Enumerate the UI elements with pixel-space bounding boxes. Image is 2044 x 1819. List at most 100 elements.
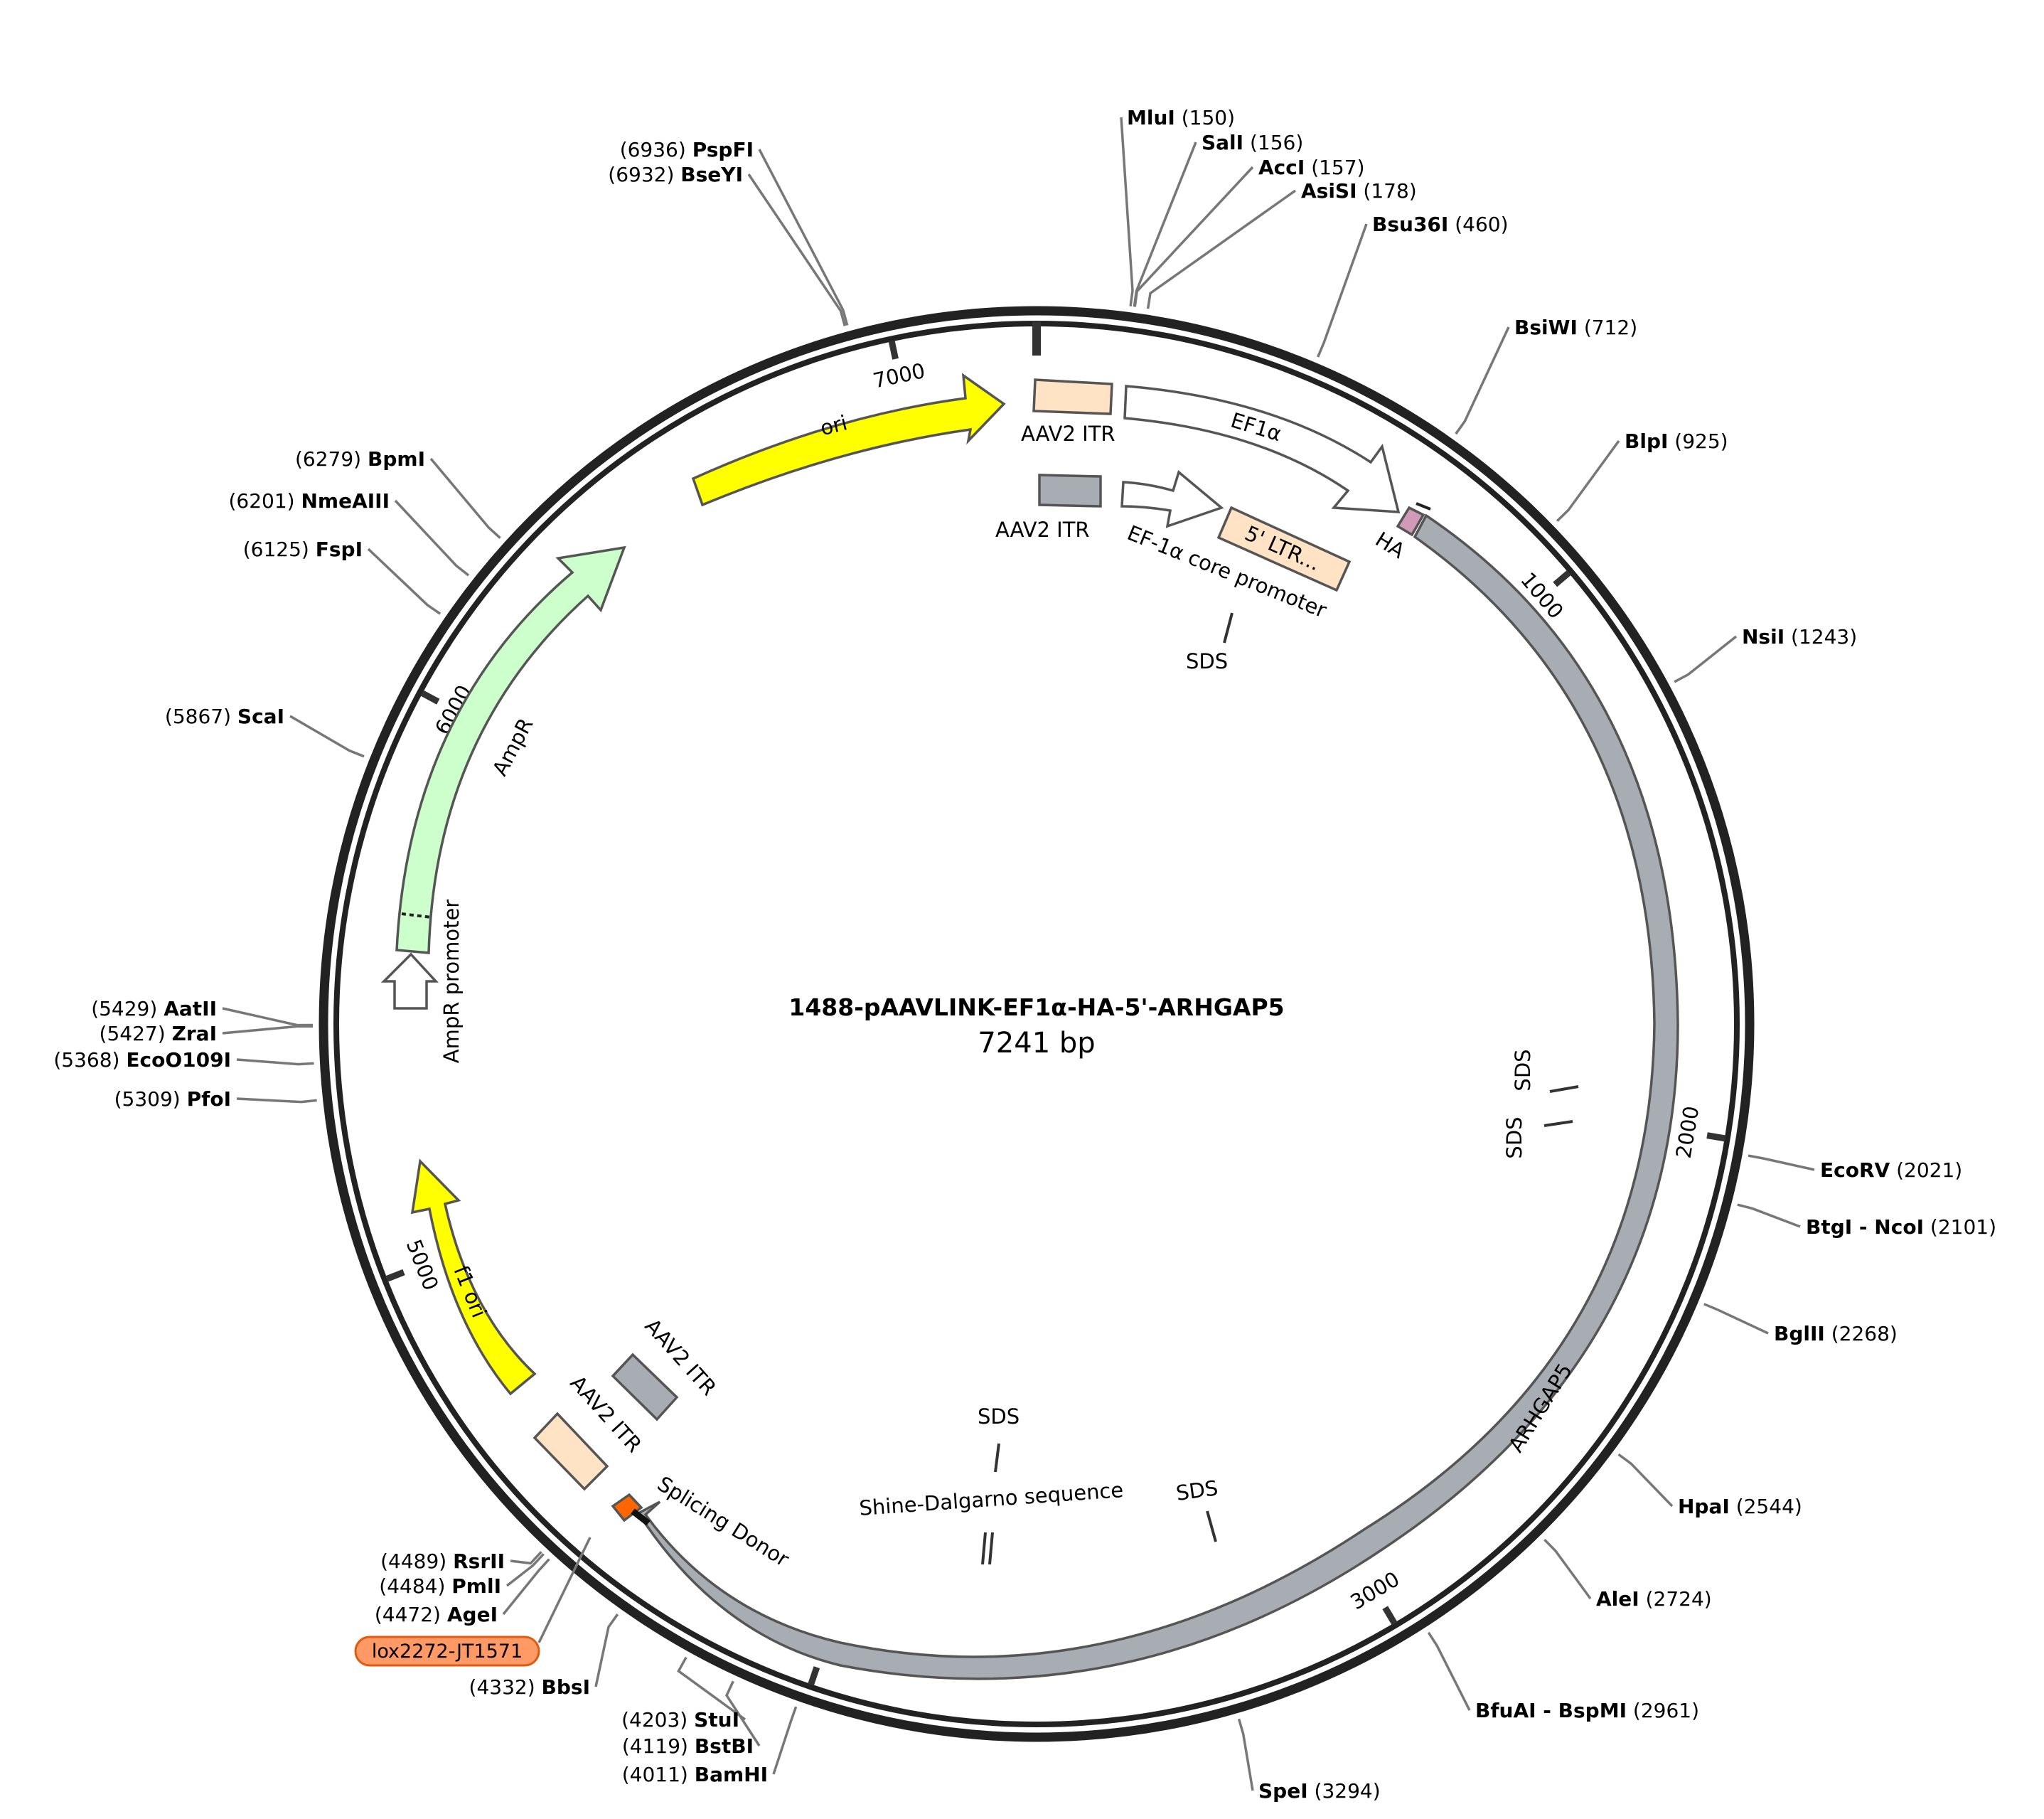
ha-end-mark bbox=[1416, 502, 1431, 511]
site-leader bbox=[222, 1007, 314, 1027]
site-leader bbox=[1617, 1453, 1674, 1508]
site-label[interactable]: (5867) ScaI bbox=[165, 705, 284, 728]
tick-label: 2000 bbox=[1671, 1104, 1704, 1160]
site-leader bbox=[594, 1613, 619, 1687]
site-label[interactable]: BtgI - NcoI (2101) bbox=[1806, 1215, 1996, 1239]
sds-label: SDS bbox=[1502, 1116, 1526, 1158]
lox-leader bbox=[537, 1537, 592, 1643]
ampr-promoter-feature[interactable] bbox=[380, 952, 439, 1010]
tick-mark bbox=[888, 340, 899, 360]
sds-marks: SDS SDS SDS SDS SDS bbox=[978, 612, 1579, 1542]
site-label[interactable]: BlpI (925) bbox=[1625, 430, 1728, 453]
shine-dalgarno-label: Shine-Dalgarno sequence bbox=[858, 1478, 1124, 1520]
site-leader bbox=[367, 548, 442, 615]
site-label[interactable]: (6932) BseYI bbox=[608, 163, 743, 186]
site-leader bbox=[747, 174, 846, 326]
site-label[interactable]: (6201) NmeAIII bbox=[228, 489, 390, 513]
site-label[interactable]: (5368) EcoO109I bbox=[53, 1048, 231, 1072]
splicing-donor-connector bbox=[631, 1508, 651, 1526]
site-label[interactable]: SalI (156) bbox=[1202, 131, 1303, 154]
tick-mark bbox=[385, 1269, 405, 1282]
site-label[interactable]: AccI (157) bbox=[1258, 156, 1365, 179]
site-leader bbox=[1120, 117, 1134, 306]
tick-mark bbox=[1706, 1132, 1726, 1142]
ampr-feature[interactable] bbox=[395, 545, 626, 954]
ampr-promoter-label: AmpR promoter bbox=[439, 900, 464, 1064]
site-label[interactable]: (4489) RsrII bbox=[380, 1549, 505, 1573]
site-leader bbox=[1317, 223, 1368, 358]
site-leader bbox=[1133, 166, 1254, 307]
shine-dalgarno-mark-2 bbox=[988, 1532, 994, 1565]
tick-mark bbox=[420, 690, 440, 705]
site-label[interactable]: BglII (2268) bbox=[1774, 1322, 1898, 1345]
aav2-itr-outer-top-label: AAV2 ITR bbox=[1021, 422, 1115, 446]
aav2-itr-inner-top[interactable] bbox=[1038, 474, 1102, 508]
site-label[interactable]: NsiI (1243) bbox=[1742, 625, 1857, 649]
site-label[interactable]: (6936) PspFI bbox=[620, 138, 754, 161]
aav2-itr-outer-top[interactable] bbox=[1032, 378, 1113, 415]
aav2-itr-inner-bottom[interactable] bbox=[611, 1353, 679, 1421]
sds-label: SDS bbox=[978, 1404, 1020, 1429]
site-leader bbox=[1146, 189, 1297, 309]
site-label[interactable]: EcoRV (2021) bbox=[1820, 1158, 1962, 1182]
site-label[interactable]: MluI (150) bbox=[1127, 106, 1235, 129]
site-label[interactable]: (5429) AatII bbox=[91, 997, 217, 1020]
site-leader bbox=[510, 1551, 542, 1565]
arhgap5-feature[interactable] bbox=[636, 513, 1679, 1680]
site-leader bbox=[394, 499, 470, 577]
site-label[interactable]: (6279) BpmI bbox=[295, 447, 425, 471]
tick-label: 3000 bbox=[1346, 1567, 1403, 1614]
site-label[interactable]: (5309) PfoI bbox=[114, 1087, 231, 1111]
aav2-itr-inner-top-label: AAV2 ITR bbox=[995, 518, 1090, 542]
site-leader bbox=[1737, 1203, 1801, 1228]
site-label[interactable]: Bsu36I (460) bbox=[1372, 213, 1509, 236]
ampr-promoter-overlap bbox=[401, 912, 432, 919]
site-label[interactable]: (4472) AgeI bbox=[375, 1603, 498, 1626]
site-label[interactable]: (4484) PmlI bbox=[379, 1574, 501, 1598]
site-label[interactable]: (6125) FspI bbox=[243, 538, 363, 561]
ef1a-feature[interactable] bbox=[1123, 385, 1401, 513]
ha-feature[interactable] bbox=[1396, 506, 1425, 537]
restriction-sites: MluI (150)SalI (156)AccI (157)AsiSI (178… bbox=[53, 106, 1996, 1803]
site-leader bbox=[1748, 1154, 1815, 1171]
site-leader bbox=[502, 1558, 550, 1616]
site-label[interactable]: HpaI (2544) bbox=[1678, 1495, 1802, 1518]
site-leader bbox=[429, 457, 501, 539]
site-label[interactable]: AsiSI (178) bbox=[1301, 179, 1417, 203]
lox-badge[interactable] bbox=[354, 1636, 540, 1667]
tick-mark bbox=[1553, 570, 1572, 587]
plasmid-name: 1488-pAAVLINK-EF1α-HA-5'-ARHGAP5 bbox=[788, 993, 1284, 1021]
site-label[interactable]: (4011) BamHI bbox=[622, 1763, 768, 1786]
ori-feature[interactable] bbox=[691, 373, 1006, 507]
site-label[interactable]: BfuAI - BspMI (2961) bbox=[1475, 1699, 1699, 1722]
splicing-donor-feature[interactable] bbox=[611, 1493, 643, 1522]
site-leader bbox=[758, 149, 849, 326]
f1-ori-feature[interactable] bbox=[410, 1158, 537, 1396]
site-leader bbox=[236, 1058, 314, 1066]
aav2-itr-outer-bottom[interactable] bbox=[533, 1412, 609, 1491]
sds-label: SDS bbox=[1186, 649, 1228, 673]
site-leader bbox=[1543, 1538, 1592, 1600]
sds-label: SDS bbox=[1175, 1476, 1219, 1505]
site-label[interactable]: (4119) BstBI bbox=[622, 1734, 754, 1758]
site-label[interactable]: (4203) StuI bbox=[621, 1708, 739, 1732]
site-label[interactable]: AleI (2724) bbox=[1596, 1587, 1712, 1611]
site-leader bbox=[236, 1097, 317, 1104]
site-label[interactable]: SpeI (3294) bbox=[1258, 1779, 1381, 1803]
ef1a-core-promoter-feature[interactable] bbox=[1120, 469, 1224, 528]
lox-label: lox2272-JT1571 bbox=[372, 1641, 523, 1663]
site-leader bbox=[1674, 635, 1738, 683]
shine-dalgarno-mark bbox=[981, 1532, 987, 1565]
tick-mark bbox=[808, 1666, 820, 1686]
ltr5-feature[interactable] bbox=[1216, 506, 1352, 592]
site-label[interactable]: BsiWI (712) bbox=[1514, 316, 1637, 339]
site-label[interactable]: (5427) ZraI bbox=[100, 1022, 217, 1045]
site-leader bbox=[1427, 1631, 1471, 1711]
plasmid-size: 7241 bp bbox=[978, 1027, 1095, 1060]
site-leader bbox=[1703, 1303, 1769, 1335]
tick-mark bbox=[1382, 1606, 1398, 1626]
site-leader bbox=[772, 1706, 798, 1775]
site-leader bbox=[505, 1553, 545, 1587]
site-label[interactable]: (4332) BbsI bbox=[469, 1675, 590, 1699]
